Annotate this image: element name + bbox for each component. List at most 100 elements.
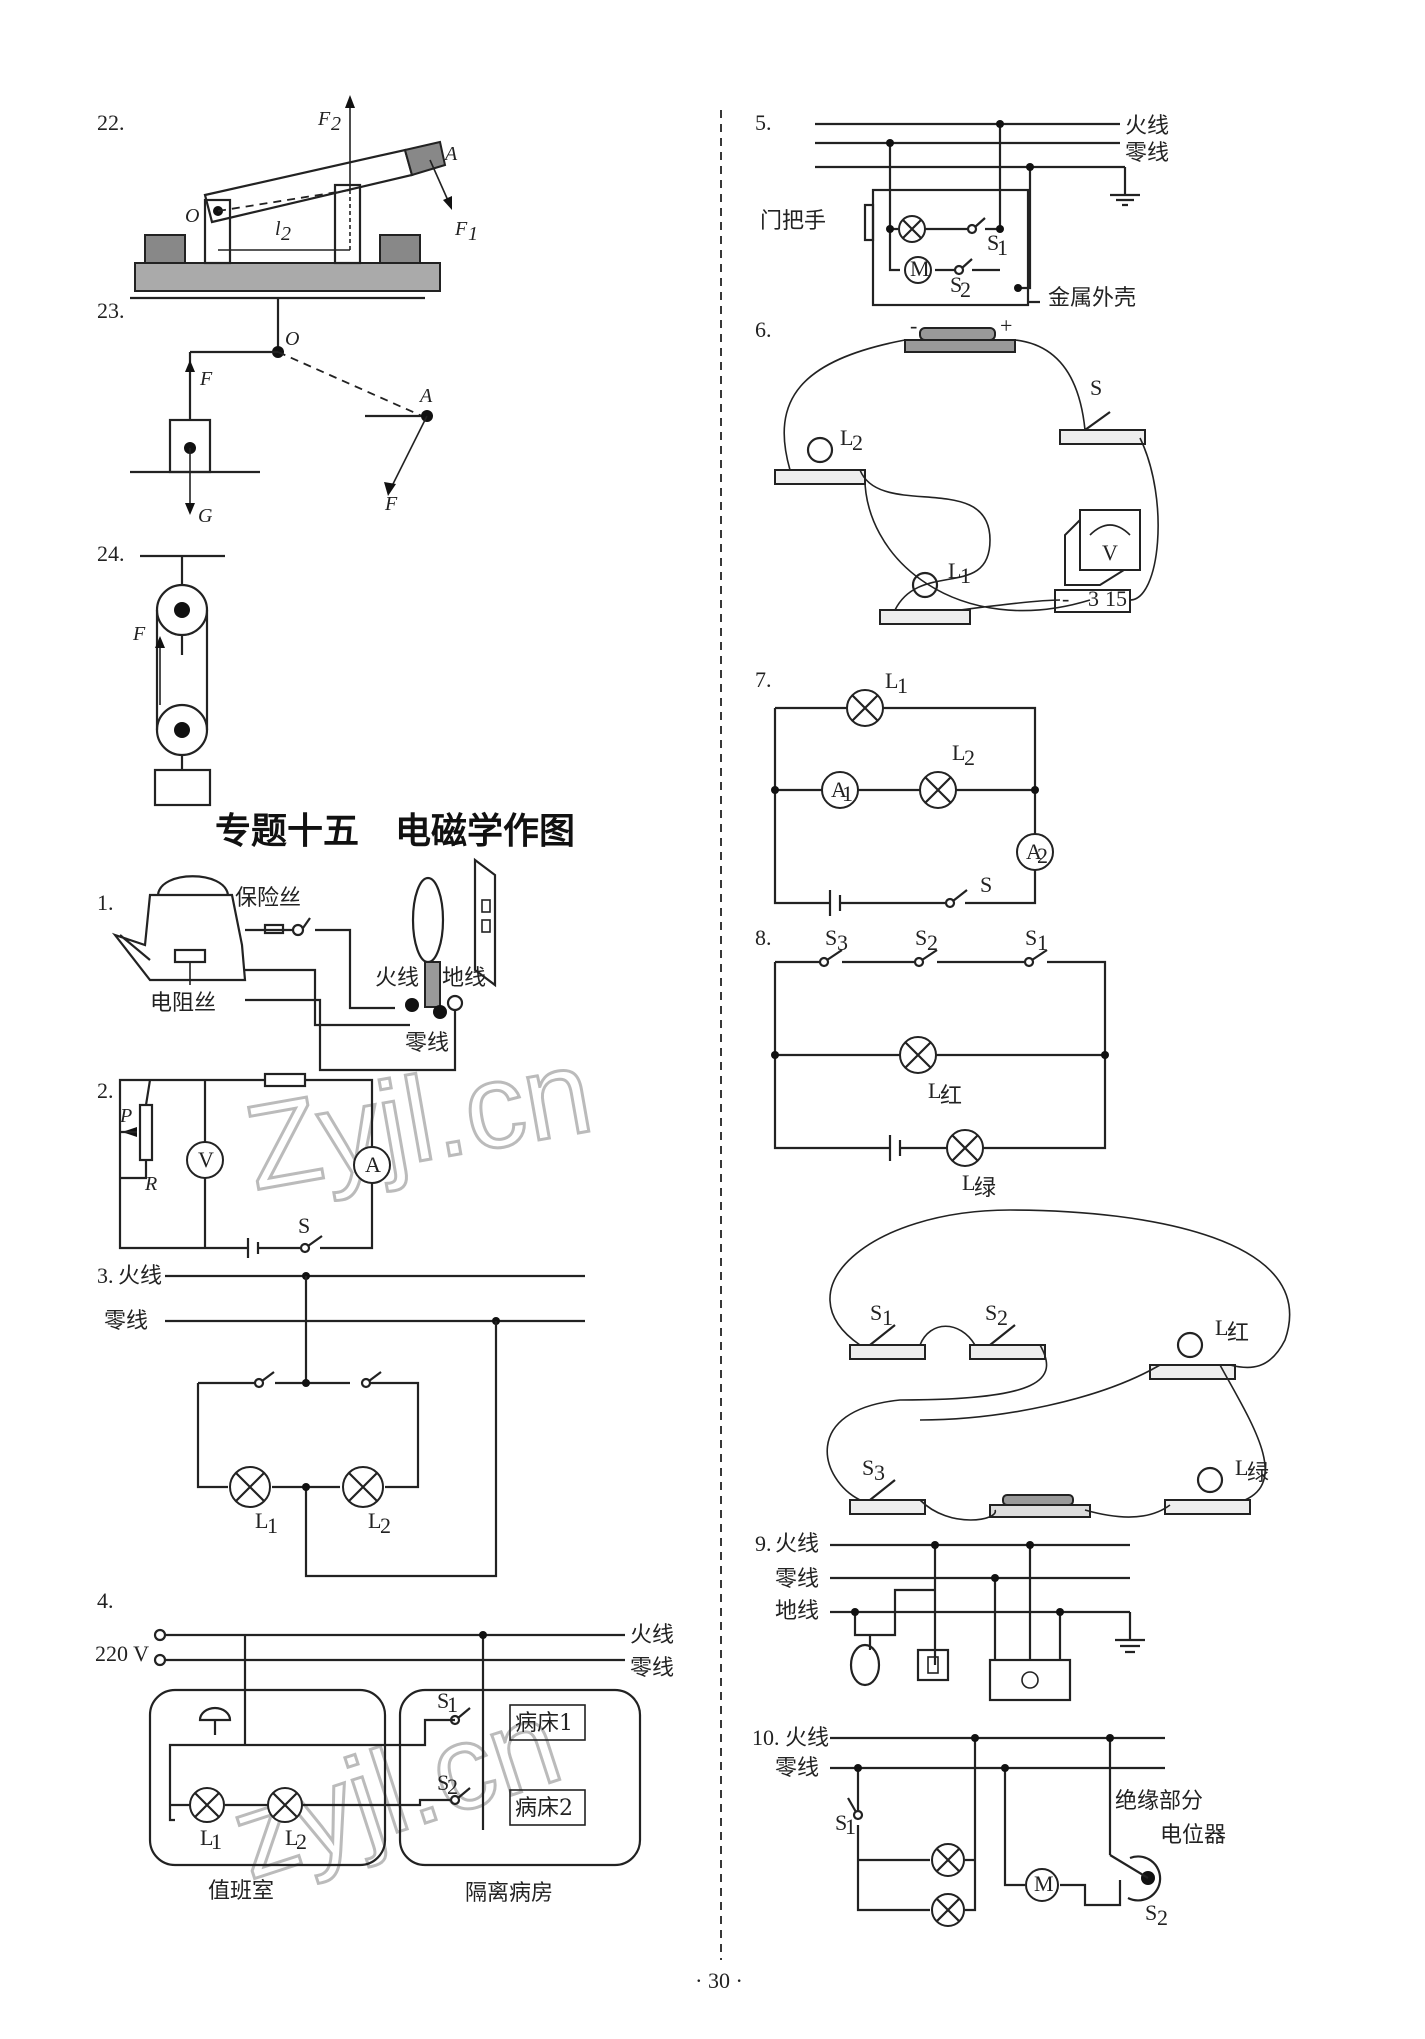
diagram-9-household-wiring: 9. 火线 零线 地线 xyxy=(755,1531,1145,1702)
svg-text:2: 2 xyxy=(447,1774,458,1799)
diagram-q23-lever: 23. F O A F G xyxy=(97,296,433,527)
bulb-icon xyxy=(849,1643,881,1687)
svg-text:V: V xyxy=(1102,540,1118,565)
svg-text:S: S xyxy=(437,1688,449,1713)
question-number: 1. xyxy=(97,890,114,915)
question-number: 4. xyxy=(97,1588,114,1613)
svg-text:L: L xyxy=(885,668,898,693)
svg-text:L: L xyxy=(285,1825,298,1850)
question-number: 3. xyxy=(97,1263,114,1288)
svg-text:零线: 零线 xyxy=(1125,141,1169,166)
svg-text:-: - xyxy=(1062,586,1069,611)
question-number: 6. xyxy=(755,317,772,342)
svg-text:绿: 绿 xyxy=(974,1175,996,1200)
lamp-icon xyxy=(267,1787,303,1823)
lamp-icon xyxy=(846,689,884,727)
svg-text:L: L xyxy=(962,1170,975,1195)
section-title: 专题十五 电磁学作图 xyxy=(215,810,575,852)
svg-text:220 V: 220 V xyxy=(95,1641,149,1666)
svg-text:L: L xyxy=(1235,1455,1248,1480)
svg-text:S: S xyxy=(987,230,999,255)
lamp-icon xyxy=(229,1466,271,1508)
diagram-1-kettle-plug: 1. 保险丝 电阻丝 火线 地线 零线 xyxy=(97,857,497,1072)
svg-text:红: 红 xyxy=(940,1083,962,1108)
svg-text:保险丝: 保险丝 xyxy=(235,886,301,911)
svg-text:G: G xyxy=(198,505,213,527)
svg-text:A: A xyxy=(831,777,847,802)
svg-text:火线: 火线 xyxy=(630,1623,674,1648)
svg-text:2: 2 xyxy=(331,113,341,135)
question-number: 23. xyxy=(97,298,125,323)
svg-text:L: L xyxy=(255,1508,268,1533)
svg-text:A: A xyxy=(365,1152,381,1177)
svg-text:火线: 火线 xyxy=(118,1264,162,1289)
svg-text:3: 3 xyxy=(874,1460,885,1485)
svg-text:1: 1 xyxy=(897,673,908,698)
svg-text:2: 2 xyxy=(852,430,863,455)
question-number: 22. xyxy=(97,110,125,135)
lamp-icon xyxy=(919,771,957,809)
svg-text:火线: 火线 xyxy=(775,1532,819,1557)
svg-text:L: L xyxy=(1215,1315,1228,1340)
socket-icon xyxy=(988,1658,1072,1702)
svg-text:M: M xyxy=(1034,1871,1054,1896)
svg-text:火线: 火线 xyxy=(375,966,419,991)
svg-text:S: S xyxy=(825,925,837,950)
svg-text:1: 1 xyxy=(882,1305,893,1330)
svg-text:O: O xyxy=(185,205,199,227)
svg-text:零线: 零线 xyxy=(104,1309,148,1334)
svg-text:S: S xyxy=(862,1455,874,1480)
svg-text:金属外壳: 金属外壳 xyxy=(1048,286,1136,311)
lamp-icon xyxy=(898,215,926,243)
svg-text:零线: 零线 xyxy=(775,1567,819,1592)
svg-text:V: V xyxy=(198,1147,214,1172)
svg-text:电阻丝: 电阻丝 xyxy=(150,991,216,1016)
svg-text:F: F xyxy=(199,368,213,390)
lamp-icon xyxy=(189,1787,225,1823)
svg-text:l: l xyxy=(275,218,281,240)
svg-text:2: 2 xyxy=(960,277,971,302)
lamp-icon xyxy=(342,1466,384,1508)
svg-text:2: 2 xyxy=(997,1305,1008,1330)
svg-text:S: S xyxy=(870,1300,882,1325)
diagram-6-physical-circuit: 6. - + S L2 L1 V - 3 15 xyxy=(755,313,1159,625)
switch-icon xyxy=(916,1648,950,1682)
diagram-7-circuit: 7. L1 L2 A1 A2 S xyxy=(755,667,1054,916)
svg-text:L: L xyxy=(368,1508,381,1533)
ammeter-icon xyxy=(1016,833,1054,871)
svg-text:火线: 火线 xyxy=(1125,114,1169,139)
question-number: 7. xyxy=(755,667,772,692)
svg-text:P: P xyxy=(119,1105,132,1127)
svg-text:F: F xyxy=(384,493,398,515)
svg-text:A: A xyxy=(418,385,433,407)
svg-text:地线: 地线 xyxy=(775,1599,819,1624)
svg-text:红: 红 xyxy=(1227,1320,1249,1345)
ammeter-icon xyxy=(821,771,859,809)
diagram-2-circuit: 2. P R V A S xyxy=(97,1072,391,1258)
svg-text:2: 2 xyxy=(380,1513,391,1538)
svg-text:R: R xyxy=(144,1173,157,1195)
svg-text:S: S xyxy=(950,272,962,297)
diagram-q24-pulley: 24. F xyxy=(97,541,225,807)
svg-text:1: 1 xyxy=(842,781,853,806)
svg-text:S: S xyxy=(915,925,927,950)
svg-text:2: 2 xyxy=(281,223,291,245)
lamp-icon xyxy=(931,1893,965,1927)
svg-text:A: A xyxy=(443,143,458,165)
svg-text:零线: 零线 xyxy=(775,1756,819,1781)
svg-text:零线: 零线 xyxy=(405,1031,449,1056)
svg-text:L: L xyxy=(952,740,965,765)
svg-text:2: 2 xyxy=(964,745,975,770)
svg-text:S: S xyxy=(985,1300,997,1325)
svg-text:值班室: 值班室 xyxy=(208,1879,274,1904)
svg-text:病床2: 病床2 xyxy=(515,1796,573,1821)
svg-text:火线: 火线 xyxy=(785,1726,829,1751)
question-number: 5. xyxy=(755,110,772,135)
svg-text:1: 1 xyxy=(845,1814,856,1839)
motor-icon xyxy=(904,256,932,284)
svg-text:S: S xyxy=(1145,1900,1157,1925)
svg-text:绝缘部分: 绝缘部分 xyxy=(1115,1789,1203,1814)
